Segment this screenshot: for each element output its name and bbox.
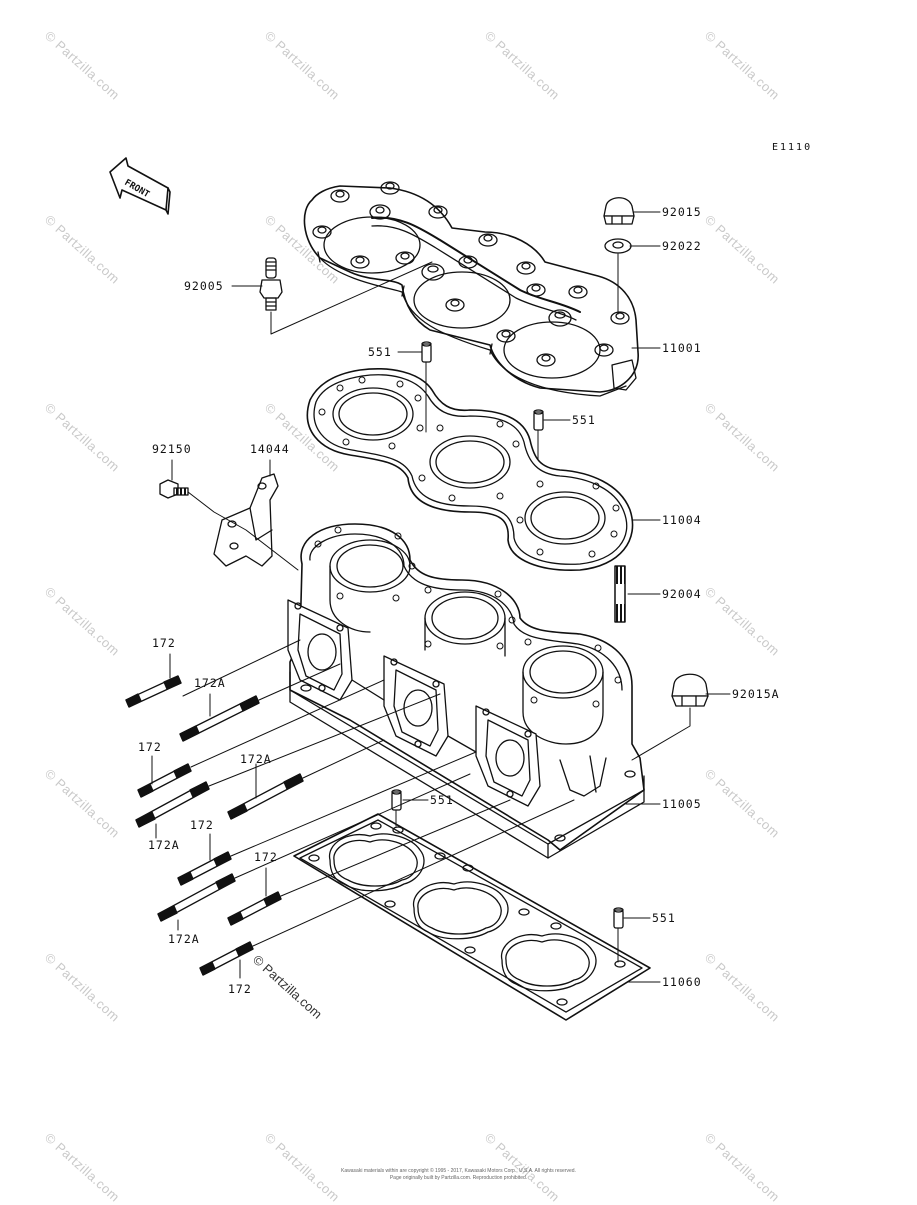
stud-172 [125,675,182,708]
part-label-14044[interactable]: 14044 [250,442,290,456]
part-label-11060[interactable]: 11060 [662,975,702,989]
dowel-pin-551 [533,409,544,431]
part-label-92015A[interactable]: 92015A [732,687,780,701]
part-label-92005[interactable]: 92005 [184,279,224,293]
cap-nut-92015A [671,673,709,707]
stud-172A [179,695,260,742]
head-gasket-11004 [306,368,634,571]
part-label-92004[interactable]: 92004 [662,587,702,601]
cap-nut-92015 [603,197,635,225]
dowel-pin-551 [421,341,432,363]
bolt-92150 [159,479,189,499]
stud-92004 [614,565,626,623]
part-label-92022[interactable]: 92022 [662,239,702,253]
part-label-172A[interactable]: 172A [194,676,226,690]
part-label-172[interactable]: 172 [190,818,214,832]
part-label-92015[interactable]: 92015 [662,205,702,219]
stud-172A [227,773,304,820]
leader-lines [151,211,731,983]
stud-172 [177,851,232,886]
part-label-11001[interactable]: 11001 [662,341,702,355]
part-label-172[interactable]: 172 [152,636,176,650]
bracket-14044 [213,473,279,567]
part-label-11005[interactable]: 11005 [662,797,702,811]
part-label-551[interactable]: 551 [572,413,596,427]
part-label-172A[interactable]: 172A [240,752,272,766]
diagram-code: E1110 [772,142,813,153]
part-label-172A[interactable]: 172A [168,932,200,946]
part-label-92150[interactable]: 92150 [152,442,192,456]
footer-note: Page originally built by Partzilla.com. … [389,1175,528,1181]
cylinder-block-11005 [287,523,645,859]
washer-92022 [604,238,632,254]
stud-172A [157,873,236,922]
stud-172 [137,763,192,798]
part-label-172[interactable]: 172 [138,740,162,754]
stud-172 [199,941,254,976]
base-gasket-11060 [293,813,651,1021]
cylinder-head-11001 [303,181,639,397]
part-label-172A[interactable]: 172A [148,838,180,852]
part-label-172[interactable]: 172 [228,982,252,996]
stud-172 [227,891,282,926]
part-label-11004[interactable]: 11004 [662,513,702,527]
front-arrow-icon: FRONT [109,157,171,215]
stud-172A [135,781,210,828]
part-label-551[interactable]: 551 [368,345,392,359]
part-label-172[interactable]: 172 [254,850,278,864]
part-label-551[interactable]: 551 [652,911,676,925]
fitting-92005 [259,257,283,311]
footer-copyright: Kawasaki materials within are copyright … [341,1168,576,1174]
dowel-pin-551 [613,907,624,929]
part-label-551[interactable]: 551 [430,793,454,807]
